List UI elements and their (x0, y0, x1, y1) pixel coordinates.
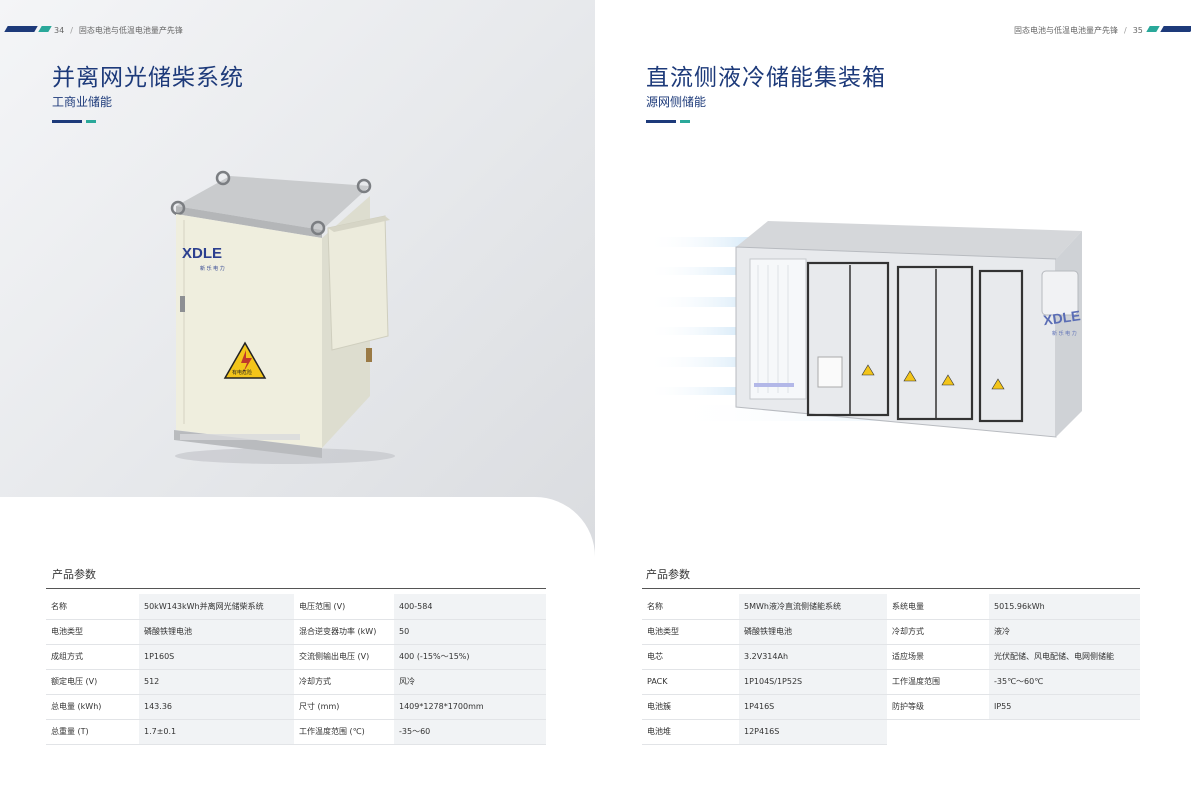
param-key: 名称 (642, 594, 739, 620)
param-key: 总重量 (T) (46, 719, 139, 745)
title-accent-line (52, 120, 96, 123)
page-number: 35 (1132, 26, 1143, 35)
param-value: 1P160S (139, 644, 294, 670)
running-header: 固态电池与低温电池量产先锋 / 35 (1014, 25, 1143, 36)
container-brand-sub: 新 乐 电 力 (1052, 330, 1077, 337)
param-value: 512 (139, 669, 294, 695)
table-row: 名称 50kW143kWh并离网光储柴系统 电压范围 (V) 400-584 (46, 594, 546, 620)
right-page: 固态电池与低温电池量产先锋 / 35 直流侧液冷储能集装箱 源网侧储能 (596, 0, 1191, 808)
param-value: 1P104S/1P52S (739, 669, 887, 695)
param-key: 适应场景 (887, 644, 989, 670)
param-value: 液冷 (989, 619, 1140, 645)
running-header: 34 / 固态电池与低温电池量产先锋 (54, 25, 183, 36)
product-params-table: 名称 5MWh液冷直流侧储能系统 系统电量 5015.96kWh 电池类型 磷酸… (642, 594, 1140, 745)
param-key: 工作温度范围 (℃) (294, 719, 394, 745)
param-value: 143.36 (139, 694, 294, 720)
table-row: 成组方式 1P160S 交流侧输出电压 (V) 400 (-15%～15%) (46, 644, 546, 670)
param-value: 5015.96kWh (989, 594, 1140, 620)
param-value: 风冷 (394, 669, 546, 695)
param-value: 5MWh液冷直流侧储能系统 (739, 594, 887, 620)
param-key: 额定电压 (V) (46, 669, 139, 695)
section-divider (642, 588, 1140, 589)
param-key: 总电量 (kWh) (46, 694, 139, 720)
param-key: PACK (642, 669, 739, 695)
param-value: 1409*1278*1700mm (394, 694, 546, 720)
table-row: PACK 1P104S/1P52S 工作温度范围 -35℃～60℃ (642, 669, 1140, 695)
params-body: 名称 5MWh液冷直流侧储能系统 系统电量 5015.96kWh 电池类型 磷酸… (642, 594, 1140, 745)
table-row: 总重量 (T) 1.7±0.1 工作温度范围 (℃) -35～60 (46, 719, 546, 745)
page-title: 并离网光储柴系统 (52, 65, 244, 91)
param-key: 尺寸 (mm) (294, 694, 394, 720)
param-key: 电池堆 (642, 719, 739, 745)
page-number: 34 (54, 26, 65, 35)
table-row: 电芯 3.2V314Ah 适应场景 光伏配储、风电配储、电网侧储能 (642, 644, 1140, 670)
page-title: 直流侧液冷储能集装箱 (646, 65, 886, 91)
param-key: 名称 (46, 594, 139, 620)
param-value: 磷酸铁锂电池 (739, 619, 887, 645)
table-row: 电池类型 磷酸铁锂电池 混合逆变器功率 (kW) 50 (46, 619, 546, 645)
header-separator: / (70, 26, 73, 35)
param-key: 电芯 (642, 644, 739, 670)
param-key: 工作温度范围 (887, 669, 989, 695)
title-accent-line (646, 120, 690, 123)
param-value: -35℃～60℃ (989, 669, 1140, 695)
header-separator: / (1124, 26, 1127, 35)
param-value: 1P416S (739, 694, 887, 720)
param-key: 成组方式 (46, 644, 139, 670)
param-value: 50 (394, 619, 546, 645)
table-row: 电池堆 12P416S (642, 719, 1140, 745)
table-row: 额定电压 (V) 512 冷却方式 风冷 (46, 669, 546, 695)
param-value: 磷酸铁锂电池 (139, 619, 294, 645)
param-key-empty (887, 719, 989, 744)
running-title: 固态电池与低温电池量产先锋 (1014, 26, 1118, 35)
param-value: -35～60 (394, 719, 546, 745)
section-divider (46, 588, 546, 589)
param-value: 12P416S (739, 719, 887, 745)
param-value: 光伏配储、风电配储、电网侧储能 (989, 644, 1140, 670)
cabinet-brand-sub: 新 乐 电 力 (200, 265, 225, 272)
param-key: 冷却方式 (294, 669, 394, 695)
param-key: 防护等级 (887, 694, 989, 720)
param-key: 系统电量 (887, 594, 989, 620)
section-label-product-params: 产品参数 (52, 568, 96, 581)
cabinet-brand-logo: XDLE (182, 245, 222, 262)
container-brand-logo: XDLE (1042, 307, 1081, 328)
door-handle (180, 296, 185, 312)
table-row: 名称 5MWh液冷直流侧储能系统 系统电量 5015.96kWh (642, 594, 1140, 620)
left-page: 34 / 固态电池与低温电池量产先锋 并离网光储柴系统 工商业储能 XDLE 新… (0, 0, 595, 808)
param-key: 交流侧输出电压 (V) (294, 644, 394, 670)
table-row: 电池簇 1P416S 防护等级 IP55 (642, 694, 1140, 720)
param-value: 400 (-15%～15%) (394, 644, 546, 670)
param-value: 400-584 (394, 594, 546, 620)
params-body: 名称 50kW143kWh并离网光储柴系统 电压范围 (V) 400-584 电… (46, 594, 546, 745)
warning-label: 有电危险 (232, 369, 252, 376)
param-value: 3.2V314Ah (739, 644, 887, 670)
product-params-table: 名称 50kW143kWh并离网光储柴系统 电压范围 (V) 400-584 电… (46, 594, 546, 745)
param-key: 电压范围 (V) (294, 594, 394, 620)
section-label-product-params: 产品参数 (646, 568, 690, 581)
liquid-cooled-container-image: XDLE 新 乐 电 力 (646, 221, 1082, 438)
header-accent-bar (1146, 26, 1191, 34)
outdoor-cabinet-image: XDLE 新 乐 电 力 有电危险 (170, 170, 395, 464)
param-key: 冷却方式 (887, 619, 989, 645)
running-title: 固态电池与低温电池量产先锋 (78, 26, 183, 35)
param-key: 电池类型 (46, 619, 139, 645)
param-key: 电池类型 (642, 619, 739, 645)
page-subtitle: 源网侧储能 (646, 95, 707, 109)
param-value-empty (989, 719, 1140, 744)
param-value: IP55 (989, 694, 1140, 720)
param-key: 混合逆变器功率 (kW) (294, 619, 394, 645)
param-key: 电池簇 (642, 694, 739, 720)
param-value: 1.7±0.1 (139, 719, 294, 745)
header-accent-bar (4, 26, 52, 34)
table-row: 电池类型 磷酸铁锂电池 冷却方式 液冷 (642, 619, 1140, 645)
page-subtitle: 工商业储能 (52, 95, 113, 109)
param-value: 50kW143kWh并离网光储柴系统 (139, 594, 294, 620)
table-row: 总电量 (kWh) 143.36 尺寸 (mm) 1409*1278*1700m… (46, 694, 546, 720)
